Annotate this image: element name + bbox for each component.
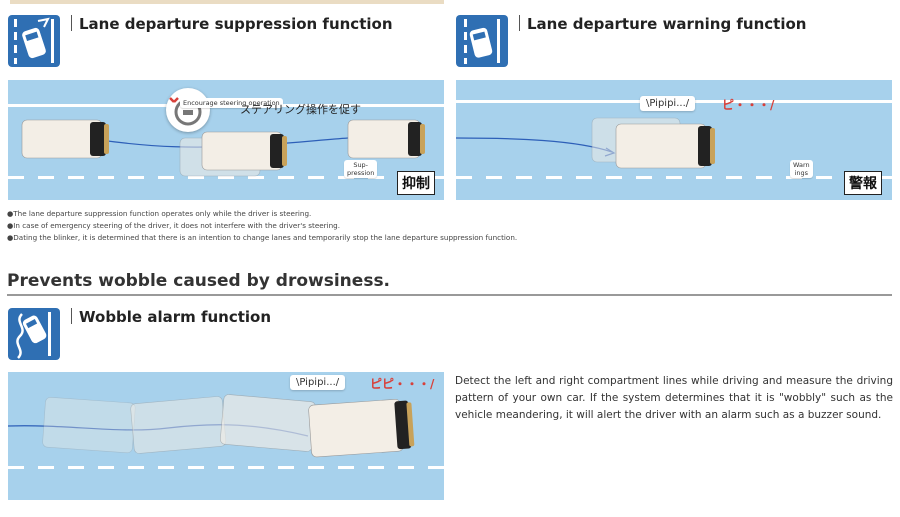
- suppression-tag: Sup- pression: [344, 160, 378, 178]
- warning-stamp: 警報: [844, 171, 882, 195]
- note-item: ●In case of emergency steering of the dr…: [7, 221, 341, 230]
- van-1: [21, 119, 109, 159]
- steering-wheel-icon: [166, 88, 210, 132]
- lane-warning-icon: [456, 15, 508, 67]
- warning-bubble: \Pipipi.../: [640, 96, 696, 111]
- notes-list: ●The lane departure suppression function…: [7, 208, 517, 244]
- encourage-label: Encourage steering operation: [180, 98, 283, 108]
- suppression-scene: Encourage steering operation ステアリング操作を促す…: [8, 80, 444, 200]
- suppression-title-text: Lane departure suppression function: [79, 15, 393, 33]
- warning-title-text: Lane departure warning function: [527, 15, 807, 33]
- top-accent-bar: [10, 0, 444, 4]
- warning-scene: \Pipipi.../ ピ・・・/ Warn ings 警報: [456, 80, 892, 200]
- section-heading: Prevents wobble caused by drowsiness.: [7, 271, 391, 291]
- wobble-bubble-jp: ピピ・・・/: [370, 377, 435, 391]
- heading-divider: [7, 294, 892, 296]
- note-item: ●Dating the blinker, it is determined th…: [7, 233, 518, 242]
- wobble-title: Wobble alarm function: [71, 308, 271, 326]
- suppression-title: Lane departure suppression function: [71, 15, 393, 33]
- note-item: ●The lane departure suppression function…: [7, 209, 312, 218]
- wobble-alarm-icon: [8, 308, 60, 360]
- wobble-description: Detect the left and right compartment li…: [455, 375, 893, 421]
- wobble-bubble: \Pipipi.../: [290, 375, 346, 390]
- suppression-stamp: 抑制: [397, 171, 435, 195]
- warnings-tag: Warn ings: [790, 160, 813, 178]
- warning-title: Lane departure warning function: [519, 15, 806, 33]
- wobble-scene: \Pipipi.../ ピピ・・・/: [8, 372, 444, 500]
- wobble-title-text: Wobble alarm function: [79, 308, 272, 326]
- warning-bubble-jp: ピ・・・/: [722, 98, 775, 112]
- lane-suppression-icon: [8, 15, 60, 67]
- encourage-jp-text: ステアリング操作を促す: [240, 103, 361, 116]
